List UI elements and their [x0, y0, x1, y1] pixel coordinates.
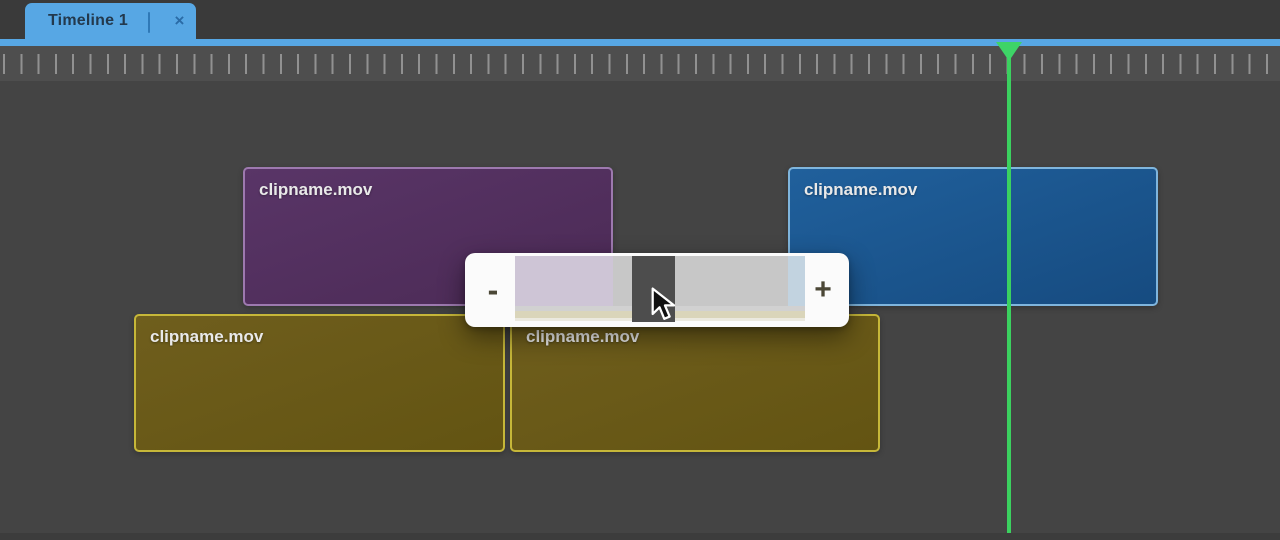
timeline-clip-2[interactable]: clipname.mov	[788, 167, 1158, 306]
tab-label: Timeline 1	[48, 12, 128, 29]
timeline-clip-1[interactable]: clipname.mov	[243, 167, 613, 306]
zoom-in-button[interactable]: +	[814, 273, 832, 306]
clip-name-label: clipname.mov	[150, 327, 264, 346]
timeline-ruler[interactable]	[0, 46, 1280, 81]
zoom-slider-popup: - +	[465, 253, 849, 327]
tab-timeline-1[interactable]: Timeline 1 ×	[25, 3, 196, 39]
ruler-ticks	[3, 54, 1280, 74]
playhead-line[interactable]	[1007, 46, 1011, 540]
timeline-clip-3[interactable]: clipname.mov	[134, 314, 505, 452]
zoom-out-button[interactable]: -	[487, 271, 499, 308]
panel-bottom-edge	[0, 533, 1280, 540]
playhead-marker-icon[interactable]	[996, 42, 1022, 61]
minimap-blue-clip-region	[788, 256, 805, 306]
tab-bar: Timeline 1 ×	[0, 0, 1280, 39]
tab-divider	[148, 12, 150, 33]
clip-name-label: clipname.mov	[804, 180, 918, 199]
clip-name-label: clipname.mov	[526, 327, 640, 346]
minimap-purple-clip-region	[515, 256, 613, 306]
zoom-slider-handle[interactable]	[632, 256, 675, 322]
close-icon[interactable]: ×	[174, 11, 185, 30]
clip-name-label: clipname.mov	[259, 180, 373, 199]
timeline-clip-4[interactable]: clipname.mov	[510, 314, 880, 452]
timeline-accent-bar	[0, 39, 1280, 46]
